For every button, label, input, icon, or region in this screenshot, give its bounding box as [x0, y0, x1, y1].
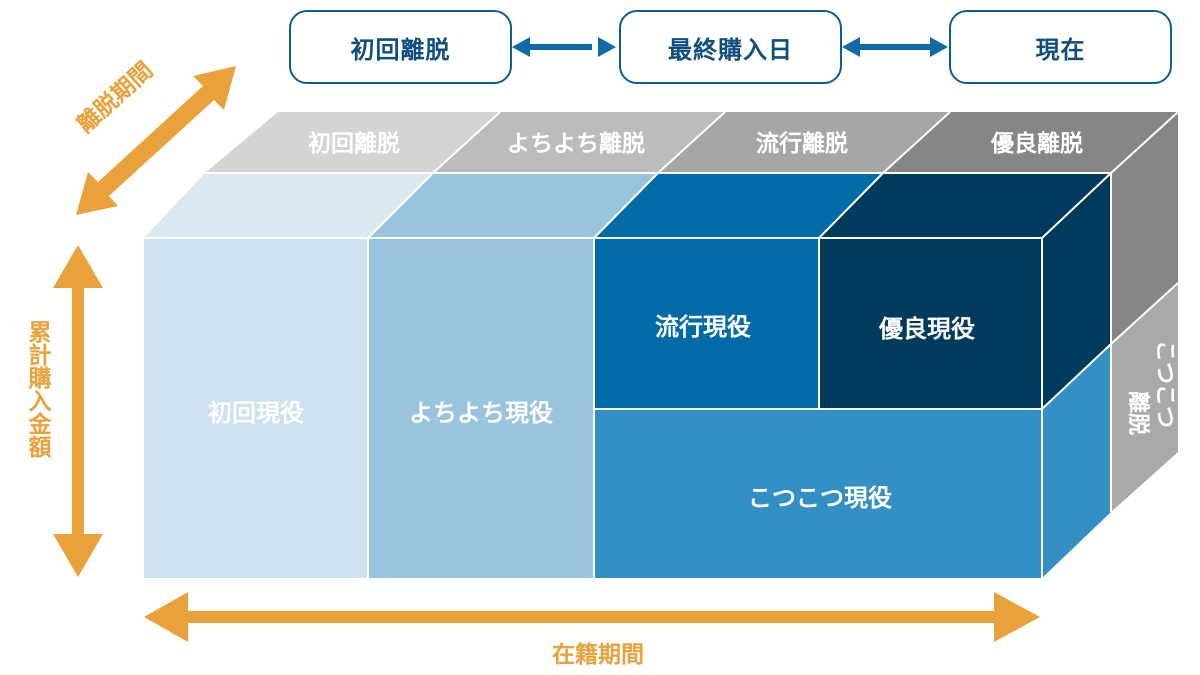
front-label-ryuko: 流行現役 [655, 313, 751, 341]
top-label-ryuko: 流行離脱 [756, 130, 848, 157]
top-band-initial [205, 112, 500, 173]
front-label-initial: 初回現役 [208, 399, 304, 427]
timeline-arrow-1-icon [512, 37, 616, 57]
vertical-axis-arrow-icon [53, 245, 103, 577]
timeline-arrow-2-icon [842, 37, 948, 57]
top-face-yochiyochi [368, 173, 658, 238]
top-label-initial: 初回離脱 [308, 130, 400, 157]
front-label-yochiyochi: よちよち現役 [409, 399, 553, 427]
side-face-yuryo [1042, 173, 1111, 409]
top-face-ryuko [594, 173, 883, 238]
diagonal-axis-arrow-icon [76, 66, 236, 215]
top-label-yochiyochi: よちよち離脱 [507, 130, 645, 157]
front-face-initial [144, 238, 368, 578]
front-face-ryuko [594, 238, 819, 409]
front-face-kotsukotsu [594, 409, 1042, 578]
timeline-last-purchase-date: 最終購入日 [619, 10, 842, 84]
side-face-kotsukotsu [1042, 344, 1111, 578]
top-face-initial [144, 173, 433, 238]
diagonal-axis-label: 離脱期間 [72, 57, 158, 139]
top-band-yochiyochi [433, 112, 725, 173]
side-band-upper [1111, 112, 1178, 344]
front-label-yuryo: 優良現役 [878, 315, 975, 343]
timeline-first-departure: 初回離脱 [289, 10, 512, 84]
divider-lines [144, 111, 1179, 578]
front-label-kotsukotsu: こつこつ現役 [748, 484, 892, 512]
front-face-yochiyochi [368, 238, 594, 578]
side-band-lower [1111, 283, 1178, 512]
timeline-current: 現在 [949, 10, 1172, 84]
front-face-yuryo [819, 238, 1042, 409]
horizontal-axis-arrow-icon [144, 592, 1040, 642]
top-band-yuryo [883, 112, 1178, 173]
top-band-ryuko [658, 112, 950, 173]
side-label-kotsukotsu: こつこつ [1152, 340, 1177, 428]
side-label-ridatsu: 離脱 [1125, 391, 1151, 435]
top-label-yuryo: 優良離脱 [990, 130, 1083, 157]
horizontal-axis-label: 在籍期間 [552, 641, 644, 668]
vertical-axis-label: 累計購入金額 [24, 320, 50, 458]
top-face-yuryo [819, 173, 1111, 238]
